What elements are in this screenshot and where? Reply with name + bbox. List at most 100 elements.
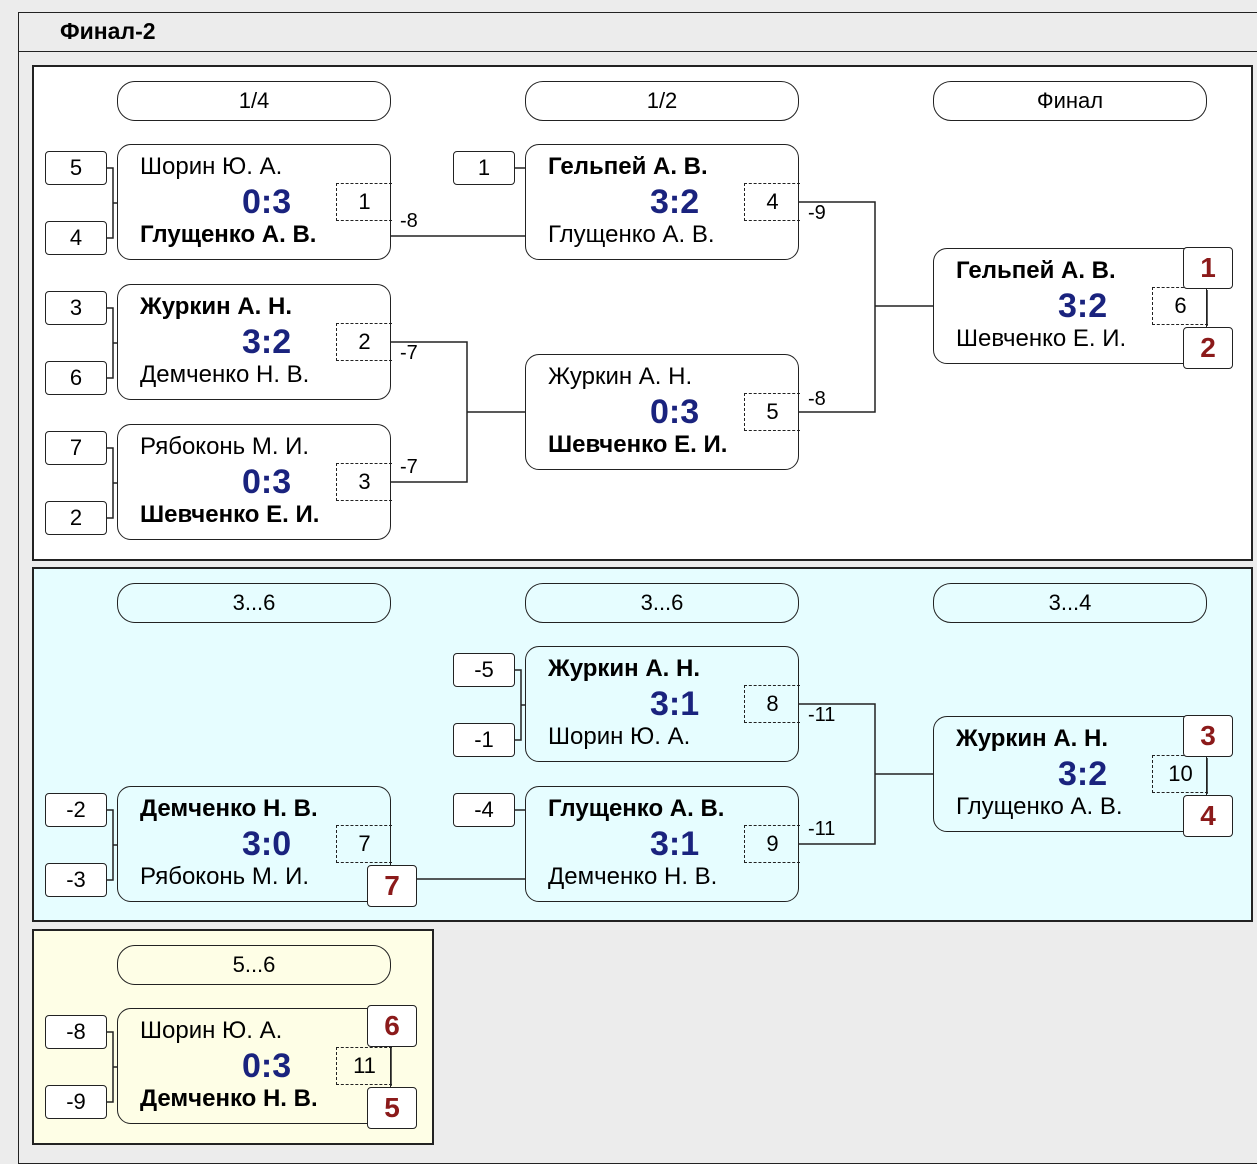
match-number: 4 [744,183,800,221]
match-card[interactable]: Гельпей А. В. 3:2 6 Шевченко Е. И. [933,248,1208,364]
player-name-winner: Журкин А. Н. [140,293,292,320]
connector-line [799,201,933,413]
seed-box: 3 [45,291,107,325]
match-card[interactable]: Шорин Ю. А. 0:3 1 Глущенко А. В. [117,144,392,260]
player-name-winner: Глущенко А. В. [548,795,725,822]
place-badge: 3 [1183,715,1233,757]
match-card[interactable]: Глущенко А. В. 3:1 9 Демченко Н. В. [525,786,800,902]
match-card[interactable]: Демченко Н. В. 3:0 7 Рябоконь М. И. [117,786,392,902]
player-name: Шорин Ю. А. [140,1017,283,1044]
connector-line [391,341,525,483]
seed-box: -5 [453,653,515,687]
seed-box: 1 [453,151,515,185]
seed-box: -9 [45,1085,107,1119]
match-card[interactable]: Журкин А. Н. 0:3 5 Шевченко Е. И. [525,354,800,470]
player-name-winner: Демченко Н. В. [140,1085,318,1112]
match-number: 6 [1152,287,1208,325]
match-score: 3:2 [1058,287,1108,325]
match-number: 3 [336,463,392,501]
match-score: 0:3 [242,463,292,501]
seed-brace [515,669,525,741]
seed-box: 2 [45,501,107,535]
seed-brace [107,1031,117,1103]
player-name-winner: Шевченко Е. И. [140,501,320,528]
player-name-winner: Журкин А. Н. [548,655,700,682]
player-name: Рябоконь М. И. [140,863,310,890]
title-divider [18,51,1257,52]
connector-line [799,703,933,845]
seed-box: -3 [45,863,107,897]
player-name: Глущенко А. В. [956,793,1123,820]
place-badge: 6 [367,1005,417,1047]
seed-box: 6 [45,361,107,395]
match-card[interactable]: Журкин А. Н. 3:2 2 Демченко Н. В. [117,284,392,400]
score-diff-label: -8 [808,388,826,410]
score-diff-label: -11 [808,704,836,726]
match-score: 3:2 [650,183,700,221]
player-name: Демченко Н. В. [548,863,718,890]
score-diff-label: -7 [400,456,418,478]
player-name: Рябоконь М. И. [140,433,310,460]
seed-box: 7 [45,431,107,465]
match-score: 3:2 [242,323,292,361]
player-name-winner: Демченко Н. В. [140,795,318,822]
match-score: 0:3 [242,183,292,221]
place-badge: 4 [1183,795,1233,837]
match-score: 0:3 [242,1047,292,1085]
main-bracket-panel [32,65,1253,561]
place-badge: 7 [367,865,417,907]
score-diff-label: -9 [808,202,826,224]
player-name: Шорин Ю. А. [548,723,691,750]
round-header-consolation: 3...6 [525,583,799,623]
player-name-winner: Гельпей А. В. [548,153,708,180]
page-title: Финал-2 [60,18,156,44]
match-card[interactable]: Журкин А. Н. 3:1 8 Шорин Ю. А. [525,646,800,762]
score-diff-label: -8 [400,210,418,232]
match-number: 7 [336,825,392,863]
match-number: 8 [744,685,800,723]
player-name-winner: Журкин А. Н. [956,725,1108,752]
player-name: Шевченко Е. И. [956,325,1127,352]
seed-brace [107,167,117,239]
match-number: 5 [744,393,800,431]
match-number: 11 [336,1047,392,1085]
match-card[interactable]: Шорин Ю. А. 0:3 11 Демченко Н. В. [117,1008,392,1124]
match-score: 3:2 [1058,755,1108,793]
seed-box: 5 [45,151,107,185]
final-place-badge: 1 [1183,247,1233,289]
round-header-quarterfinal: 1/4 [117,81,391,121]
seed-brace [107,809,117,881]
seed-box: -1 [453,723,515,757]
match-score: 3:0 [242,825,292,863]
match-score: 3:1 [650,685,700,723]
match-score: 3:1 [650,825,700,863]
match-card[interactable]: Гельпей А. В. 3:2 4 Глущенко А. В. [525,144,800,260]
place-badge: 5 [367,1087,417,1129]
consolation-panel [32,567,1253,922]
round-header-third-place: 3...4 [933,583,1207,623]
match-number: 1 [336,183,392,221]
final-place-badge: 2 [1183,327,1233,369]
round-header-semifinal: 1/2 [525,81,799,121]
round-header-fifth-place: 5...6 [117,945,391,985]
score-diff-label: -11 [808,818,836,840]
player-name: Демченко Н. В. [140,361,310,388]
match-card[interactable]: Рябоконь М. И. 0:3 3 Шевченко Е. И. [117,424,392,540]
player-name-winner: Гельпей А. В. [956,257,1116,284]
seed-box: 4 [45,221,107,255]
seed-box: -4 [453,793,515,827]
player-name: Шорин Ю. А. [140,153,283,180]
match-score: 0:3 [650,393,700,431]
round-header-consolation: 3...6 [117,583,391,623]
match-card[interactable]: Журкин А. Н. 3:2 10 Глущенко А. В. [933,716,1208,832]
player-name: Журкин А. Н. [548,363,693,390]
round-header-final: Финал [933,81,1207,121]
match-number: 10 [1152,755,1208,793]
player-name-winner: Глущенко А. В. [140,221,317,248]
seed-brace [107,307,117,379]
score-diff-label: -7 [400,342,418,364]
player-name-winner: Шевченко Е. И. [548,431,728,458]
player-name: Глущенко А. В. [548,221,715,248]
match-number: 2 [336,323,392,361]
